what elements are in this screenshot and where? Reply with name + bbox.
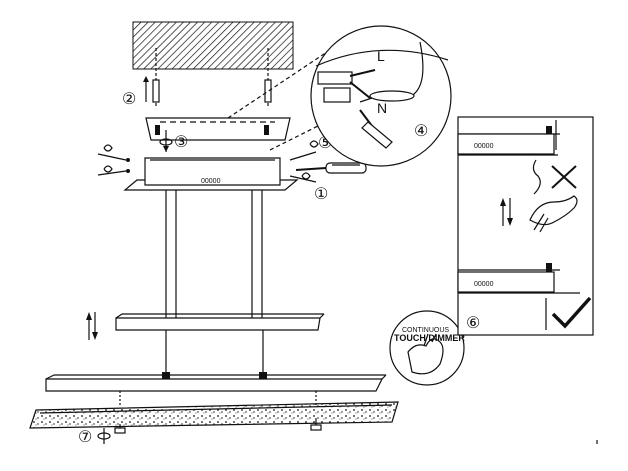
screws-right	[289, 140, 319, 183]
step-1-label: ①	[314, 186, 328, 203]
main-light-bar	[45, 372, 387, 405]
check-mark-icon	[551, 296, 592, 329]
screwdriver-icon	[295, 162, 367, 174]
hand-icon	[529, 195, 578, 233]
step-4-label: ④	[414, 123, 428, 140]
up-down-arrow-icon	[143, 76, 149, 102]
panel-code-2: 00000	[474, 281, 494, 288]
step-7-label: ⑦	[78, 429, 92, 446]
canopy-code: 00000	[201, 178, 221, 185]
panel-code-1: 00000	[474, 143, 494, 150]
step-3-label: ③	[174, 134, 188, 151]
mounting-plate	[145, 117, 291, 141]
ceiling-hatch	[132, 21, 294, 70]
step-6-label: ⑥	[466, 315, 480, 332]
ceiling-anchors	[152, 48, 272, 108]
diffuser-panel	[29, 401, 399, 429]
dimmer-line-2: TOUCH DIMMER	[394, 333, 465, 343]
rotate-arrow-icon	[159, 130, 173, 152]
rotate-arrow-icon	[97, 418, 322, 444]
wire-N-label: N	[377, 100, 387, 116]
middle-bar	[115, 313, 325, 331]
suspension-cables	[165, 190, 264, 372]
wire-L-label: L	[377, 48, 385, 64]
step-6-panel: 00000 00000	[457, 116, 594, 336]
screws-left	[97, 144, 130, 176]
step-2-label: ②	[122, 91, 136, 108]
wiring-detail	[310, 25, 452, 167]
dimmer-line-1: CONTINUOUS	[402, 327, 449, 334]
up-down-arrow-icon	[86, 312, 98, 340]
canopy: 00000	[123, 157, 299, 191]
touch-dimmer-detail	[389, 310, 465, 386]
